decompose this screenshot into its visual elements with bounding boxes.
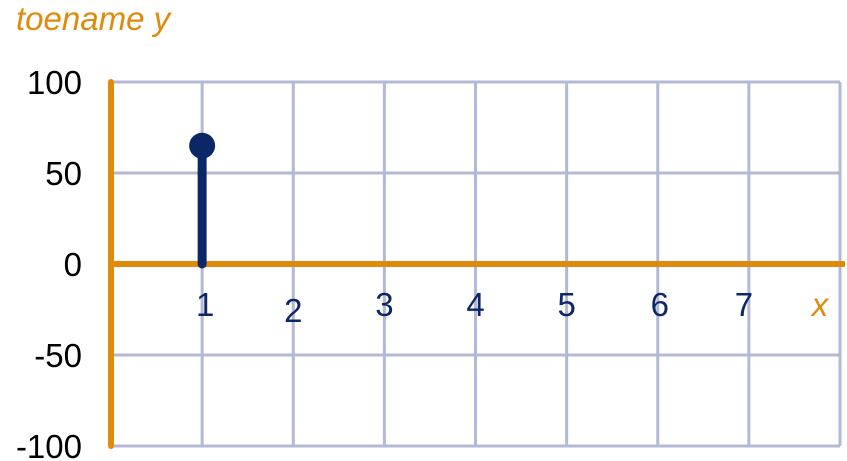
stem-marker (189, 132, 216, 159)
x-tick-label: 4 (466, 286, 484, 323)
x-tick-label: 2 (284, 292, 302, 329)
x-tick-label: 5 (557, 286, 575, 323)
x-tick-label: 6 (651, 286, 669, 323)
y-tick-label: 50 (45, 155, 82, 192)
x-tick-label: 7 (735, 286, 753, 323)
y-tick-label: 100 (27, 64, 82, 101)
x-tick-label: 1 (196, 286, 214, 323)
axes (108, 79, 845, 449)
x-tick-label: 3 (375, 286, 393, 323)
y-axis-title: toename y (16, 0, 173, 37)
y-tick-label: -50 (34, 337, 82, 374)
y-tick-label: -100 (16, 428, 82, 461)
data-marks (189, 132, 216, 269)
x-axis-title: x (810, 286, 830, 323)
y-tick-label: 0 (64, 246, 82, 283)
labels: 100 50 0 -50 -100 1 2 3 4 5 6 7 x toename y (16, 0, 830, 461)
